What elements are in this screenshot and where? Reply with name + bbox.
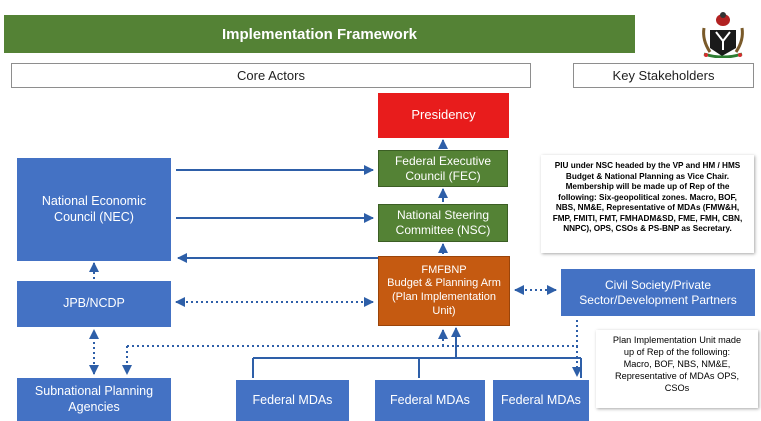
text-line: National Economic — [41, 193, 147, 208]
text-line: Federal MDAs — [501, 392, 581, 407]
federal-mdas-node-2: Federal MDAs — [375, 380, 485, 421]
text-line: Federal Executive — [394, 153, 492, 168]
text-line: Membership will be made up of Rep of the — [565, 182, 730, 191]
text-line: following: Six-geopolitical zones. Macro… — [558, 192, 737, 202]
text-line: Budget & Planning Arm — [387, 277, 501, 290]
text-line: NBS, NM&E, Representative of MDAs (FMW&H… — [555, 203, 740, 212]
text-line: NNPC), OPS, CSOs & PS-BNP as Secretary. — [563, 224, 732, 233]
piu-under-nsc-note: PIU under NSC headed by the VP and HM / … — [541, 155, 754, 253]
text-block: PIU under NSC headed by the VP and HM / … — [546, 161, 749, 235]
nigeria-coat-of-arms-icon — [702, 12, 744, 58]
text-line: PIU under NSC headed by the VP and HM / … — [554, 161, 741, 170]
federal-mdas-node-3: Federal MDAs — [493, 380, 589, 421]
text-block: JPB/NCDP — [63, 296, 125, 312]
text-line: Federal MDAs — [390, 392, 470, 407]
text-line: Budget & National Planning as Vice Chair… — [565, 171, 730, 181]
text-line: Representative of MDAs OPS, — [614, 370, 740, 381]
text-block: Presidency — [411, 107, 475, 123]
core-actors-heading: Core Actors — [11, 63, 531, 88]
page-title: Implementation Framework — [221, 25, 418, 43]
text-line: Committee (NSC) — [395, 223, 491, 237]
key-stakeholders-heading: Key Stakeholders — [573, 63, 754, 88]
text-line: CSOs — [664, 382, 690, 393]
text-line: FMFBNP — [421, 263, 467, 276]
text-line: Sector/Development Partners — [579, 292, 737, 307]
text-line: Subnational Planning — [34, 383, 154, 398]
text-line: Council (NEC) — [54, 209, 134, 224]
text-line: Federal MDAs — [252, 392, 333, 407]
text-line: Council (FEC) — [405, 168, 481, 183]
text-line: (Plan Implementation — [392, 291, 496, 303]
text-line: up of Rep of the following: — [623, 346, 731, 357]
text-line: Macro, BOF, NBS, NM&E, — [623, 358, 731, 369]
text-line: Civil Society/Private — [604, 277, 712, 292]
text-block: Federal MDAs — [253, 393, 333, 409]
text-line: JPB/NCDP — [63, 296, 125, 311]
federal-mdas-node-1: Federal MDAs — [236, 380, 349, 421]
text-line: Unit) — [432, 304, 456, 317]
title-banner: Implementation Framework — [4, 15, 635, 53]
text-line: Presidency — [411, 107, 476, 123]
presidency-node: Presidency — [378, 93, 509, 138]
text-line: FMP, FMITI, FMT, FMHADM&SD, FME, FMH, CB… — [552, 213, 743, 223]
text-block: Federal MDAs — [501, 393, 581, 409]
text-line: Agencies — [68, 399, 120, 414]
text-block: Federal MDAs — [390, 393, 470, 409]
text-line: National Steering — [396, 208, 490, 222]
jpb-ncdp-node: JPB/NCDP — [17, 281, 171, 327]
text-line: Plan Implementation Unit made — [612, 335, 742, 345]
